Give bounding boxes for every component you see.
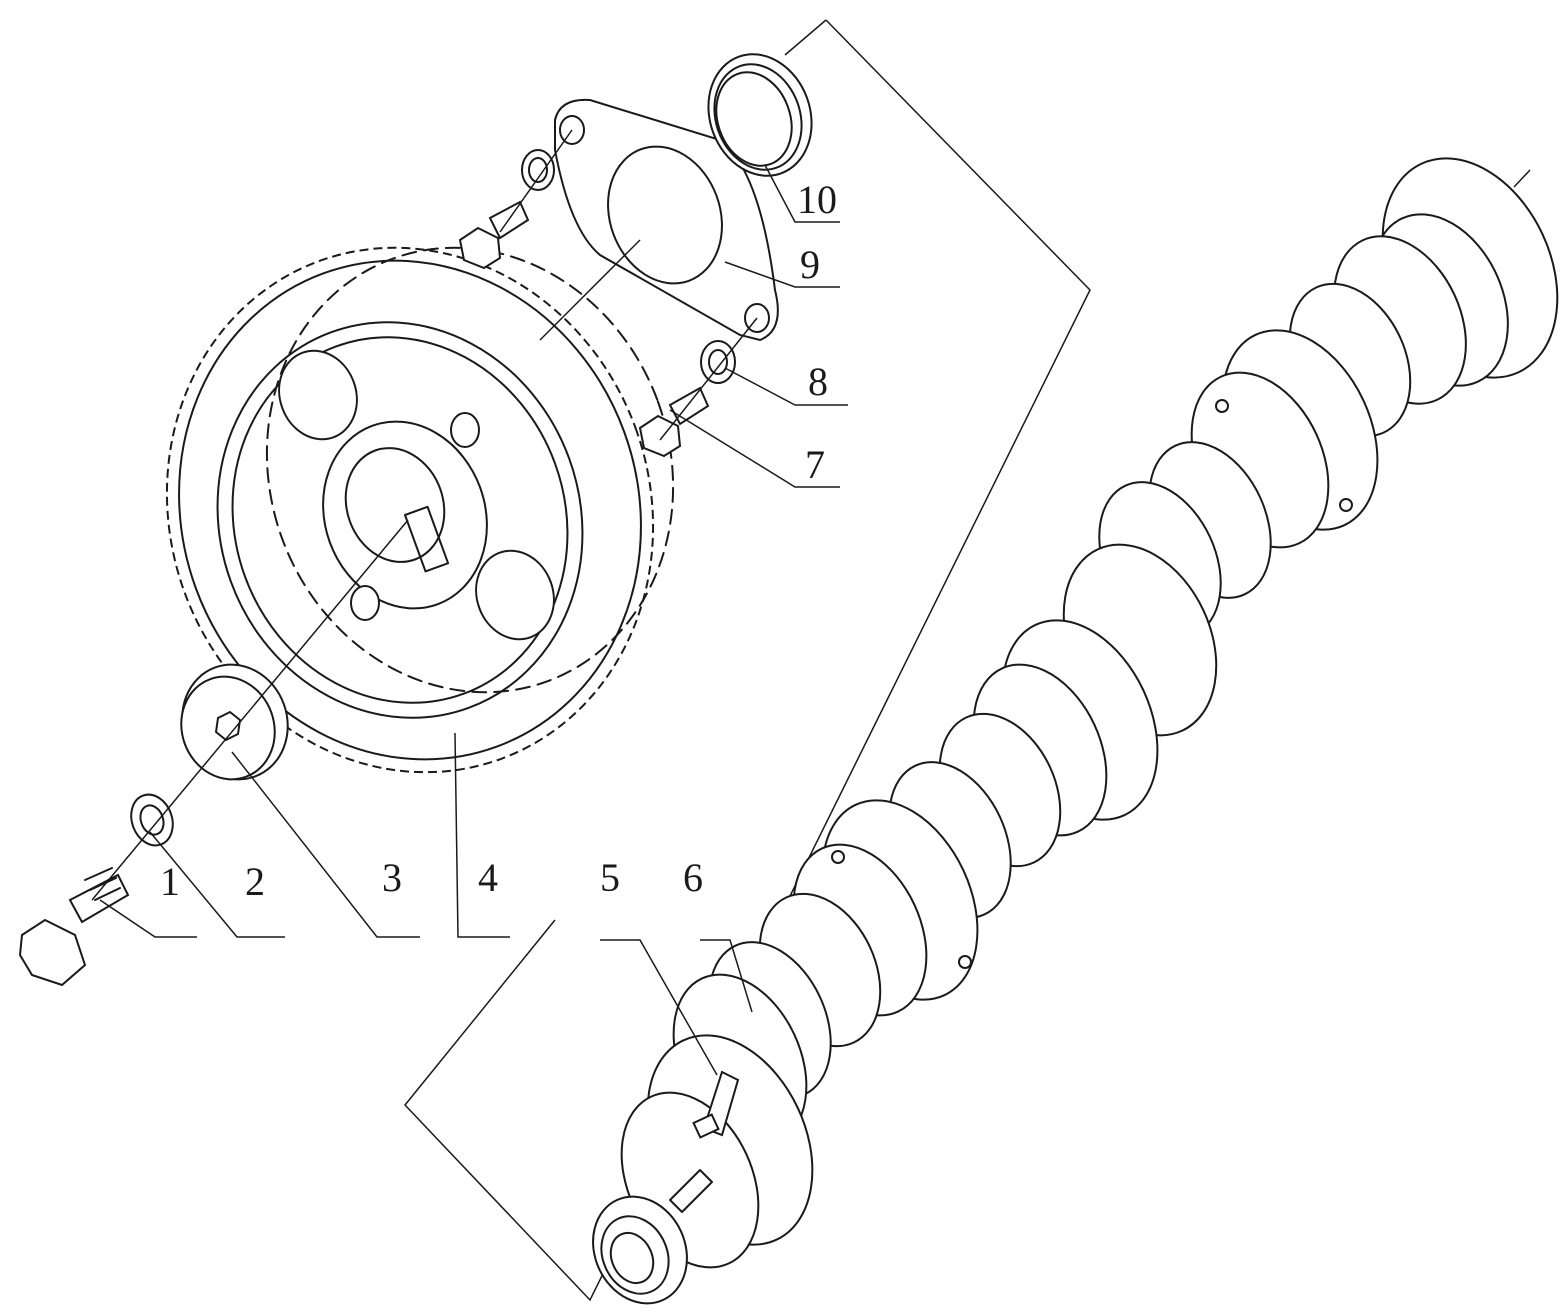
- callout-9: 9: [800, 242, 820, 287]
- callout-2: 2: [245, 859, 265, 904]
- assembly-bracket-outline: [404, 19, 1091, 1302]
- spacer-ring: [707, 53, 813, 177]
- thrust-washer: [180, 663, 289, 781]
- callout-10: 10: [797, 177, 837, 222]
- callout-7: 7: [805, 442, 825, 487]
- callout-3: 3: [382, 855, 402, 900]
- lock-washer-upper: [521, 149, 555, 191]
- callout-5: 5: [600, 855, 620, 900]
- thrust-plate: [554, 98, 779, 342]
- callout-6: 6: [683, 855, 703, 900]
- camshaft: [592, 157, 1559, 1305]
- leader-lines: [99, 164, 848, 1076]
- lock-washer-2: [130, 793, 174, 847]
- hex-bolt-1: [18, 867, 130, 987]
- lock-washer-8: [700, 340, 736, 384]
- timing-gear: [165, 246, 675, 774]
- callout-4: 4: [478, 855, 498, 900]
- woodruff-key: [692, 1070, 740, 1139]
- callout-1: 1: [160, 859, 180, 904]
- callout-8: 8: [808, 359, 828, 404]
